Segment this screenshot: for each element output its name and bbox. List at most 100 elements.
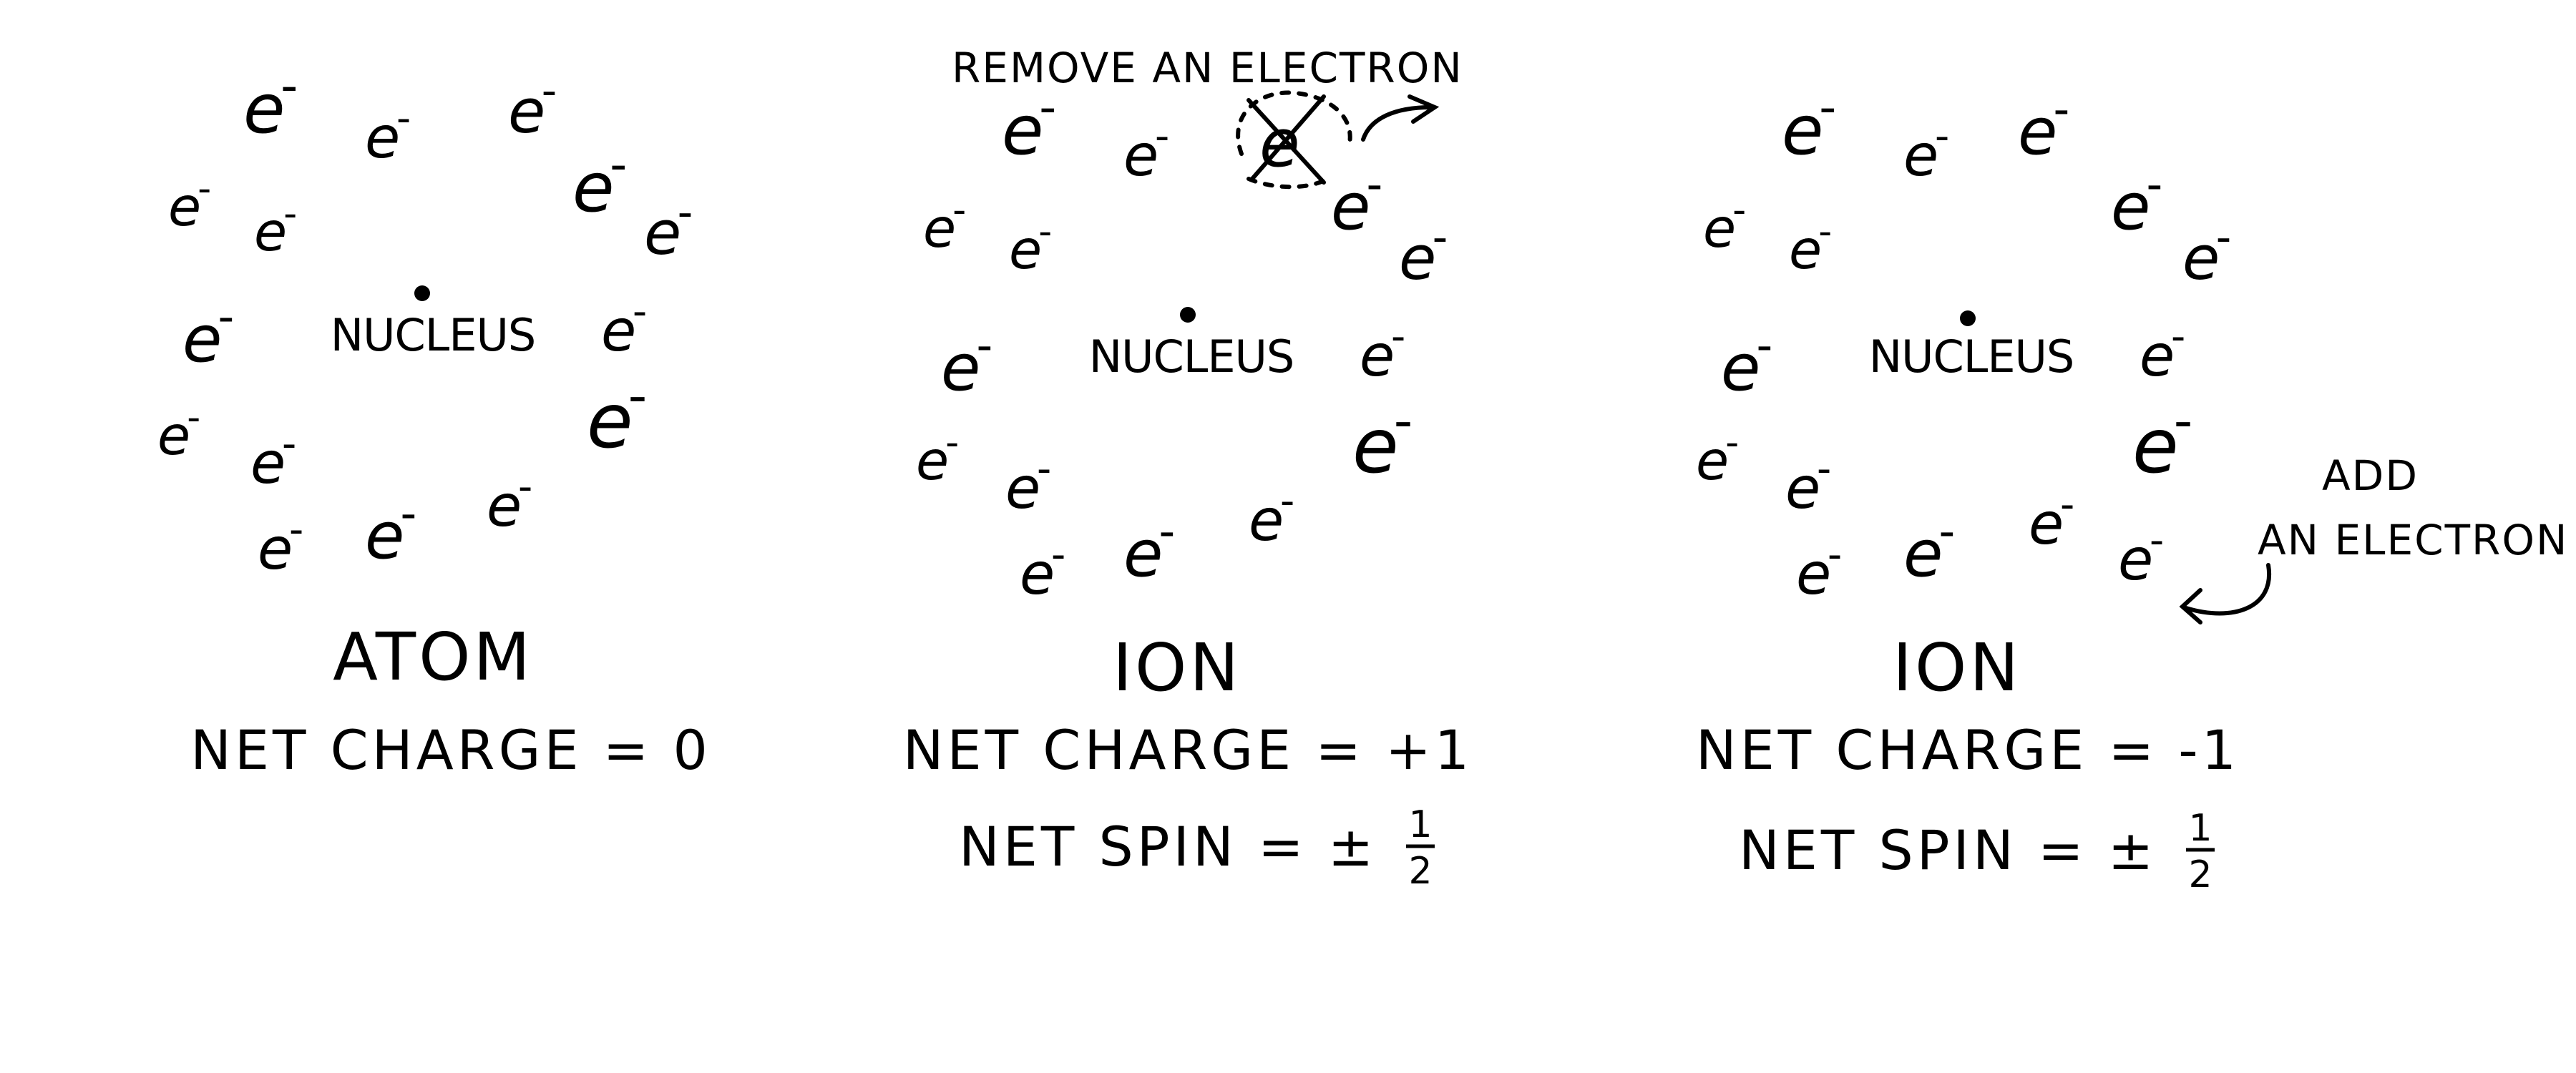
electron-charge-sign: -	[1818, 210, 1832, 253]
electron-symbol: e	[916, 429, 949, 492]
electron-charge-sign: -	[678, 188, 693, 237]
electron-symbol: e	[182, 302, 222, 377]
electron-symbol: e	[941, 330, 980, 406]
electron-symbol: e	[250, 430, 286, 496]
electron-charge-sign: -	[1155, 113, 1169, 160]
electron-symbol: e	[2018, 94, 2057, 170]
removed-electron-dashed-base	[1246, 177, 1330, 190]
electron-symbol: e	[1331, 170, 1370, 245]
electron-symbol: e	[1020, 541, 1055, 607]
electron-charge-sign: -	[1038, 210, 1052, 253]
electron-charge-sign: -	[1280, 478, 1294, 524]
add-electron-annotation-line2: AN ELECTRON	[2258, 516, 2568, 564]
electron-symbol: e	[1703, 197, 1736, 260]
electron-charge-sign: -	[282, 421, 296, 467]
removed-electron-dashed-outline	[1236, 90, 1352, 156]
electron-symbol: e	[1399, 223, 1436, 294]
electron-symbol: e	[1249, 487, 1284, 554]
electron-symbol: e	[1123, 516, 1163, 592]
electron-charge-sign: -	[187, 396, 200, 439]
electron-symbol: e	[1721, 330, 1760, 406]
electron-symbol: e	[2029, 491, 2064, 557]
electron-symbol: e	[572, 149, 614, 227]
electron-charge-sign: -	[280, 57, 298, 113]
electron-charge-sign: -	[945, 421, 959, 464]
electron-charge-sign: -	[396, 95, 411, 142]
electron-charge-sign: -	[289, 506, 303, 553]
electron-charge-sign: -	[1819, 79, 1836, 134]
positive-ion-net-spin: NET SPIN = ±	[959, 815, 1377, 878]
electron-charge-sign: -	[977, 320, 993, 372]
negative-ion-net-spin: NET SPIN = ±	[1739, 818, 2157, 882]
atom-nucleus-dot	[414, 285, 430, 301]
electron-symbol: e	[2132, 403, 2179, 490]
atom-electrons: e-e-e-e-e-e-e-e-e-e-e-e-e-e-e-	[157, 57, 693, 582]
electron-charge-sign: -	[1732, 188, 1746, 232]
electron-symbol: e	[923, 197, 956, 260]
negative-ion-nucleus-label: NUCLEUS	[1869, 330, 2074, 383]
atom-title: ATOM	[333, 619, 533, 695]
electron-charge-sign: -	[1817, 446, 1831, 492]
electron-symbol: e	[1796, 541, 1831, 607]
atom-diagram: e-e-e-e-e-e-e-e-e-e-e-e-e-e-e- NUCLEUS A…	[157, 57, 708, 782]
electron-charge-sign: -	[1051, 531, 1065, 578]
electron-symbol: e	[1789, 218, 1822, 281]
electron-charge-sign: -	[1039, 79, 1056, 134]
positive-ion-diagram: REMOVE AN ELECTRON e-e-e-e-e-e-e-e-e-e-e…	[903, 44, 1473, 893]
electron-symbol: e	[508, 77, 545, 147]
electron-charge-sign: -	[2054, 84, 2070, 136]
electron-symbol: e	[1123, 122, 1158, 189]
electron-symbol: e	[365, 499, 404, 574]
positive-ion-electrons: e-e-e-e-e-e-e-e-e-e-e-e-e-e-	[916, 79, 1448, 607]
removed-electron-marker	[1236, 90, 1440, 190]
electron-charge-sign: -	[2216, 213, 2231, 263]
remove-electron-annotation: REMOVE AN ELECTRON	[952, 44, 1463, 92]
positive-ion-title: ION	[1113, 629, 1241, 706]
electron-symbol: e	[1005, 455, 1040, 521]
electron-symbol: e	[487, 473, 522, 539]
positive-ion-nucleus-label: NUCLEUS	[1089, 330, 1294, 383]
negative-ion-nucleus-dot	[1960, 310, 1976, 326]
electron-symbol: e	[644, 198, 681, 269]
electron-charge-sign: -	[197, 167, 211, 210]
negative-ion-spin-numerator: 1	[2188, 807, 2212, 850]
electron-symbol: e	[1903, 122, 1938, 189]
electron-charge-sign: -	[1757, 320, 1773, 372]
electron-charge-sign: -	[1725, 421, 1739, 464]
electron-symbol: e	[365, 104, 400, 171]
negative-ion-electrons: e-e-e-e-e-e-e-e-e-e-e-e-e-e-e-e-	[1696, 79, 2231, 607]
electron-charge-sign: -	[283, 192, 297, 235]
electron-charge-sign: -	[1391, 313, 1405, 360]
electron-charge-sign: -	[2171, 313, 2185, 360]
electron-symbol: e	[2182, 223, 2220, 294]
positive-ion-net-charge: NET CHARGE = +1	[903, 718, 1473, 782]
electron-charge-sign: -	[218, 291, 235, 343]
electron-charge-sign: -	[1367, 159, 1383, 211]
positive-ion-spin-denominator: 2	[1408, 850, 1432, 893]
negative-ion-diagram: e-e-e-e-e-e-e-e-e-e-e-e-e-e-e-e- NUCLEUS…	[1696, 79, 2568, 896]
removed-electron-arrow	[1361, 94, 1440, 142]
electron-charge-sign: -	[542, 67, 557, 116]
electron-charge-sign: -	[518, 464, 532, 510]
electron-symbol: e	[254, 200, 287, 263]
electron-charge-sign: -	[610, 136, 627, 192]
electron-symbol: e	[2140, 323, 2175, 389]
electron-symbol: e	[2118, 526, 2153, 593]
add-electron-annotation-line1: ADD	[2322, 451, 2419, 500]
electron-charge-sign: -	[2060, 481, 2074, 528]
electron-symbol: e	[1360, 323, 1395, 389]
electron-charge-sign: -	[1939, 506, 1956, 558]
electron-symbol: e	[168, 175, 201, 238]
negative-ion-spin-denominator: 2	[2188, 853, 2212, 896]
electron-charge-sign: -	[1433, 213, 1448, 263]
removed-electron-letter: e	[1259, 105, 1300, 182]
electron-symbol: e	[587, 378, 633, 465]
electron-charge-sign: -	[1159, 506, 1176, 558]
electron-symbol: e	[1009, 218, 1042, 281]
electron-charge-sign: -	[1394, 391, 1413, 451]
positive-ion-spin-numerator: 1	[1408, 803, 1432, 846]
electron-charge-sign: -	[2147, 159, 2163, 211]
electron-charge-sign: -	[2150, 517, 2164, 564]
electron-symbol: e	[243, 70, 285, 149]
electron-symbol: e	[1903, 516, 1943, 592]
